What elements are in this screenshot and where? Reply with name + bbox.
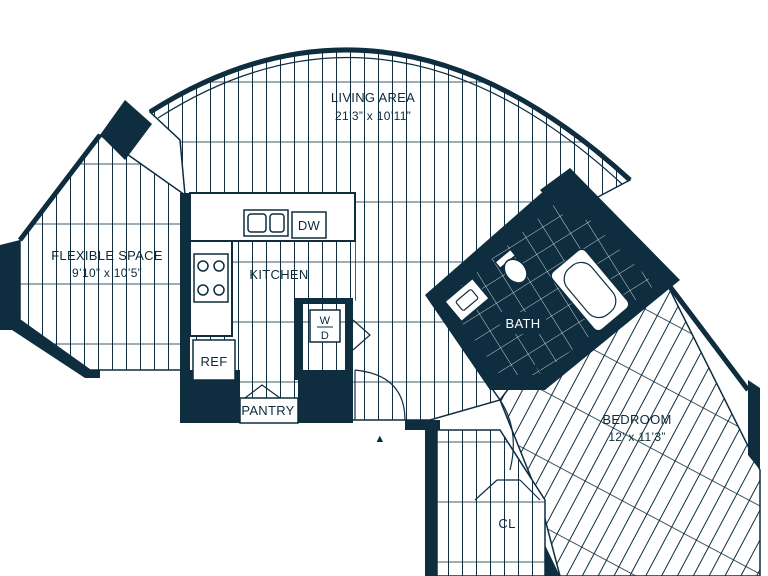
- bedroom-name: BEDROOM: [602, 412, 671, 427]
- curved-window-inner: [157, 56, 623, 185]
- cooktop: [193, 253, 229, 303]
- washer-dryer-box: [309, 309, 341, 343]
- bedroom-window: [663, 278, 750, 392]
- burner: [213, 284, 225, 296]
- toilet: [493, 248, 528, 284]
- left-corner-wall: [0, 240, 100, 378]
- closet-left-wall: [425, 420, 437, 576]
- pantry-box: [239, 397, 299, 424]
- flexible-space-name: FLEXIBLE SPACE: [51, 248, 163, 263]
- dryer-label: D: [321, 330, 329, 342]
- burner: [213, 260, 225, 272]
- burner: [197, 284, 209, 296]
- bedroom-size: 12’ x 11’3”: [608, 430, 665, 444]
- kitchen-sink-basin-left: [247, 213, 267, 233]
- refrigerator-box: [192, 339, 236, 381]
- entry-marker: ▲: [374, 433, 385, 445]
- flex-window: [18, 133, 102, 242]
- pantry-right-wall: [298, 370, 353, 423]
- entry-door-swing: [354, 369, 406, 421]
- bedroom-door-swing: [499, 399, 514, 471]
- washer-label: W: [320, 315, 331, 327]
- column-top-left: [100, 100, 152, 160]
- pantry-label: PANTRY: [241, 403, 294, 418]
- entry-wall-right: [405, 420, 440, 430]
- bottom-right-wall: [545, 545, 560, 576]
- column-top-right: [540, 168, 605, 228]
- bedroom-corner-wall: [748, 380, 760, 470]
- pantry-door: [244, 384, 281, 399]
- closet-name: CL: [498, 516, 515, 531]
- vanity: [443, 277, 491, 323]
- living-area-name: LIVING AREA: [331, 90, 415, 105]
- bath-door-swing: [499, 362, 546, 391]
- laundry-wall-top: [295, 298, 353, 304]
- curved-window: [148, 47, 632, 182]
- laundry-wall-right: [345, 298, 353, 380]
- dishwasher-box: [291, 211, 327, 239]
- kitchen-name: KITCHEN: [249, 267, 308, 282]
- bath-name: BATH: [506, 316, 541, 331]
- refrigerator-label: REF: [201, 354, 228, 369]
- laundry-wall-left: [295, 298, 303, 380]
- bath-floor: [445, 195, 655, 375]
- laundry-door: [352, 319, 371, 351]
- bath-label-bg: [500, 312, 546, 334]
- burner: [197, 260, 209, 272]
- kitchen-sink-basin-right: [269, 213, 285, 233]
- dishwasher-label: DW: [298, 218, 321, 233]
- kitchen-left-wall: [180, 193, 190, 423]
- bathtub: [550, 248, 630, 332]
- living-area-size: 21’3” x 10’11”: [335, 109, 411, 123]
- closet-doors: [474, 479, 541, 501]
- flexible-space-size: 9’10” x 10’5”: [72, 266, 142, 280]
